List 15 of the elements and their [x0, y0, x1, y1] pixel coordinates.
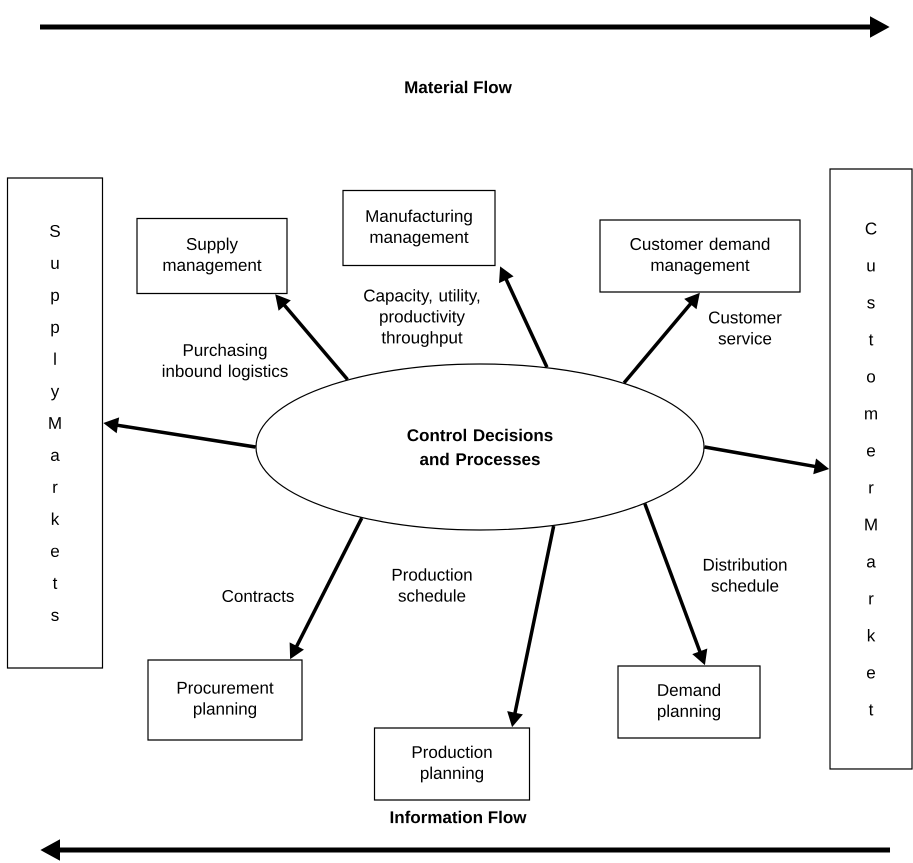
edge-label: Purchasing inbound logistics — [162, 344, 288, 380]
market-box: Customer Market — [829, 168, 913, 770]
process-box: Manufacturing management — [342, 190, 496, 266]
process-box: Demand planning — [617, 665, 761, 739]
process-box: Supply management — [136, 218, 288, 294]
edge-label: Contracts — [222, 590, 294, 602]
process-box: Procurement planning — [147, 659, 303, 741]
edge-label: Production schedule — [392, 568, 472, 602]
process-box: Customer demand management — [599, 219, 801, 293]
process-box: Production planning — [374, 727, 530, 801]
edge-label: Customer service — [709, 311, 782, 345]
flow-label: Material Flow — [405, 80, 512, 94]
edge-label: Capacity, utility, productivity throughput — [364, 289, 480, 347]
market-box: Supply Markets — [6, 177, 104, 669]
edge-label: Distribution schedule — [704, 558, 786, 592]
